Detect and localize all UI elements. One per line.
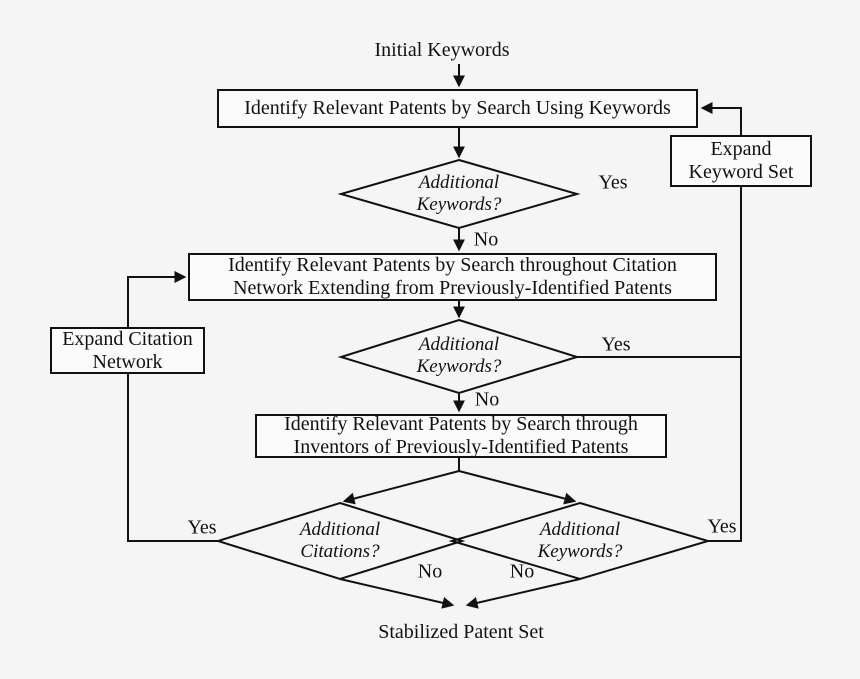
decision4-line1: Additional — [539, 519, 621, 540]
edge-label-no-decision3: No — [417, 560, 443, 583]
box2-line1: Identify Relevant Patents by Search thro… — [228, 254, 677, 276]
edge-label-yes-decision3: Yes — [187, 516, 217, 539]
start-label: Initial Keywords — [374, 39, 510, 61]
edge-citations-no-to-end — [339, 578, 455, 609]
process-box-search-keywords-text: Identify Relevant Patents by Search Usin… — [244, 97, 671, 119]
edge-label-no-decision2: No — [474, 388, 500, 411]
process-box-search-keywords: Identify Relevant Patents by Search Usin… — [217, 89, 698, 128]
decision2-line2: Keywords? — [416, 356, 502, 377]
box2-line2: Network Extending from Previously-Identi… — [233, 277, 672, 299]
decision2-line1: Additional — [418, 334, 500, 355]
process-box-search-inventors: Identify Relevant Patents by Search thro… — [255, 413, 667, 458]
box3-line2: Inventors of Previously-Identified Paten… — [293, 436, 629, 458]
decision2-label: Additional Keywords? — [417, 334, 502, 378]
expand-keyword-line2: Keyword Set — [688, 161, 794, 183]
decision4-label: Additional Keywords? — [538, 519, 623, 563]
expand-citation-line1: Expand Citation — [62, 327, 193, 350]
process-box-search-citation-network: Identify Relevant Patents by Search thro… — [188, 253, 717, 301]
decision1-line2: Keywords? — [416, 194, 502, 215]
edge-keywords-no-to-end — [465, 578, 581, 609]
edge-box3-to-citations-diamond — [342, 470, 460, 505]
process-box-expand-keyword-set: Expand Keyword Set — [670, 135, 812, 187]
end-label: Stabilized Patent Set — [378, 621, 544, 643]
decision3-label: Additional Citations? — [300, 519, 380, 563]
edge-label-yes-decision1: Yes — [598, 171, 628, 194]
process-box-expand-citation-network: Expand Citation Network — [50, 327, 205, 374]
edge-label-yes-decision2: Yes — [601, 333, 631, 356]
edge-box3-to-keywords-diamond — [458, 470, 577, 505]
decision1-line1: Additional — [418, 172, 500, 193]
edge-label-no-decision4: No — [509, 560, 535, 583]
edge-right-rail-lower — [708, 187, 742, 542]
decision4-line2: Keywords? — [537, 541, 623, 562]
decision3-line2: Citations? — [300, 541, 380, 562]
edge-label-no-decision1: No — [473, 228, 499, 251]
expand-citation-line2: Network — [92, 350, 163, 373]
decision1-label: Additional Keywords? — [417, 172, 502, 216]
edge-expand-citation-to-box2 — [127, 271, 187, 327]
edge-label-yes-decision4: Yes — [707, 515, 737, 538]
decision3-line1: Additional — [299, 519, 381, 540]
expand-keyword-line1: Expand — [710, 138, 772, 160]
box3-line1: Identify Relevant Patents by Search thro… — [284, 413, 638, 435]
edge-expand-keyword-to-box1 — [700, 102, 742, 135]
edge-citations-yes-to-expand-citation — [127, 374, 218, 542]
